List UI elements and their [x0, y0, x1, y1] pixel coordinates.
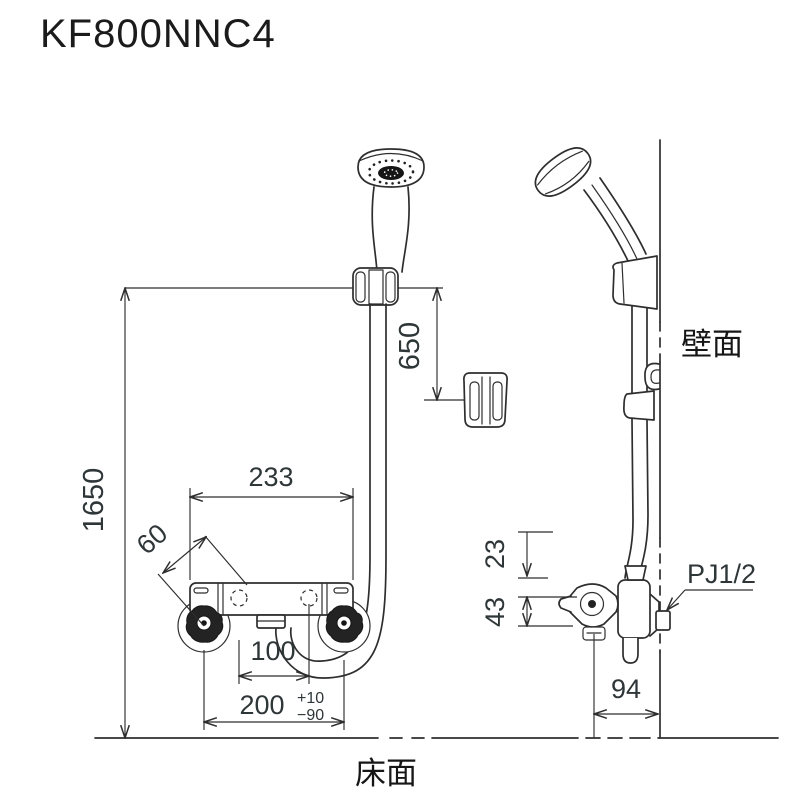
dim-wall-clearance-text: 94	[611, 674, 641, 704]
right-pipe-center-mark	[300, 589, 318, 607]
dim-overall-height: 1650	[78, 288, 125, 738]
dim-outlet-pitch: 100	[239, 604, 309, 684]
shower-hose-front	[275, 303, 387, 679]
dim-side-offset-top-text: 23	[480, 539, 510, 569]
thread-spec-callout: PJ1/2	[667, 559, 756, 610]
floor-surface-label: 床面	[355, 756, 417, 791]
faucet-side	[558, 565, 671, 664]
dim-mounting-pitch: 200 +10 −90	[204, 650, 344, 730]
wall-surface-label: 壁面	[681, 327, 743, 362]
dim-body-width-text: 233	[248, 462, 293, 492]
dim-handle-projection-text: 60	[131, 518, 173, 560]
crank-leg	[185, 605, 224, 643]
hand-shower-front	[357, 148, 425, 273]
dim-mounting-pitch-tol-upper: +10	[297, 690, 324, 707]
dim-overall-height-text: 1650	[78, 468, 110, 533]
wall-connection-nipple	[655, 610, 671, 631]
dim-mounting-pitch-tol-lower: −90	[297, 707, 324, 724]
faucet-front	[177, 582, 371, 653]
shower-handle-side	[583, 189, 630, 264]
dim-outlet-pitch-text: 100	[250, 636, 295, 666]
dim-side-offset-mid: 43	[480, 597, 577, 627]
thread-spec-text: PJ1/2	[687, 559, 756, 589]
shower-holder-side	[612, 255, 658, 310]
dim-side-offset-top: 23	[480, 531, 553, 579]
dim-body-width: 233	[190, 462, 353, 580]
dim-holder-to-hook-text: 650	[394, 322, 426, 370]
side-view: 23 43 94 PJ1/2 壁面	[480, 139, 756, 739]
page-title: KF800NNC4	[40, 12, 276, 56]
shower-handle-front	[371, 186, 378, 273]
left-pipe-center-mark	[230, 589, 248, 607]
hose-hook-side	[623, 362, 660, 421]
dim-holder-to-hook: 650	[394, 288, 470, 400]
outlet-side	[622, 637, 639, 664]
hand-shower-side	[534, 147, 647, 264]
hose-hook-bracket-front	[463, 372, 508, 428]
faucet-body-side	[617, 579, 651, 639]
dim-side-offset-mid-text: 43	[480, 597, 510, 627]
dim-wall-clearance: 94	[594, 634, 658, 738]
hose-nut-side	[624, 565, 647, 581]
shower-hose-side	[624, 304, 649, 581]
front-view: 1650 650	[78, 148, 508, 738]
shower-holder-front	[352, 267, 399, 306]
dim-mounting-pitch-text: 200	[239, 690, 284, 720]
